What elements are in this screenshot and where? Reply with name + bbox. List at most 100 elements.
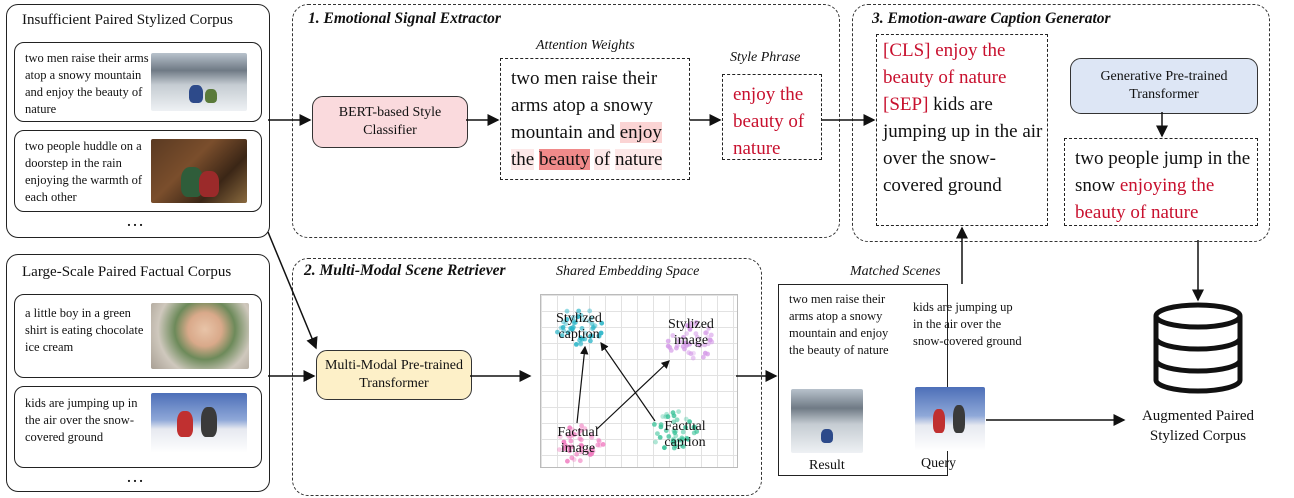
result-image: [791, 389, 863, 453]
embedding-point: [577, 458, 583, 464]
embedding-point: [696, 342, 702, 348]
arrow-factual-image-to-stylized-image: [596, 360, 670, 430]
embedding-point: [563, 321, 569, 327]
embedding-point: [683, 416, 689, 422]
hiker-figure: [205, 89, 217, 103]
embedding-point: [595, 442, 601, 448]
embedding-point: [577, 428, 583, 433]
embedding-point: [589, 333, 595, 339]
embedding-point: [581, 317, 587, 323]
embedding-point: [665, 338, 671, 344]
attention-word: two: [511, 68, 540, 89]
embedding-point: [652, 422, 657, 427]
attention-word: a: [590, 95, 599, 116]
embedding-point: [685, 437, 691, 442]
embedding-point: [565, 458, 570, 464]
embedding-point: [567, 425, 573, 431]
attention-word: snowy: [603, 95, 653, 116]
embedding-point: [565, 330, 571, 336]
embedding-point: [673, 433, 679, 439]
generator-output-emotion: enjoying the beauty of nature: [1075, 175, 1215, 223]
embedding-point: [693, 322, 699, 328]
embedding-point: [599, 320, 605, 326]
embedding-point: [576, 308, 582, 314]
embedding-point: [589, 435, 595, 440]
embedding-point: [588, 338, 593, 344]
embedding-point: [570, 325, 576, 330]
embedding-point: [596, 333, 602, 339]
embedding-point: [690, 355, 696, 361]
result-text: two men raise their arms atop a snowy mo…: [789, 292, 889, 357]
embedding-point: [555, 329, 560, 335]
generator-title: 3. Emotion-aware Caption Generator: [872, 10, 1111, 27]
embedding-point: [681, 334, 686, 340]
embedding-point: [658, 424, 664, 430]
embedding-point: [677, 339, 682, 344]
embedding-point: [653, 439, 658, 445]
embedding-clusters: [555, 308, 715, 464]
stylized-caption-cluster-label: Stylized caption: [556, 311, 602, 342]
generator-input-emotion: [CLS] enjoy the beauty of nature [SEP]: [883, 40, 1007, 115]
embedding-point: [665, 414, 671, 420]
style-phrase-label: Style Phrase: [730, 50, 801, 65]
embedding-point: [557, 434, 563, 440]
embedding-point: [679, 443, 685, 448]
embedding-point: [559, 333, 565, 338]
embedding-point: [578, 437, 584, 443]
boy-eating-image: [151, 303, 249, 369]
embedding-point: [578, 442, 584, 448]
embedding-point: [571, 457, 577, 462]
attention-word-highlighted: enjoy: [619, 122, 662, 143]
embedding-point: [680, 429, 686, 435]
embedding-point: [708, 337, 713, 343]
embedding-point: [670, 333, 676, 338]
stylized-card-2-text: two people huddle on a doorstep in the r…: [25, 139, 142, 204]
embedding-point: [702, 350, 708, 356]
embedding-point: [687, 419, 692, 425]
embedding-point: [685, 323, 691, 329]
stylized-corpus-title: Insufficient Paired Stylized Corpus: [22, 12, 233, 28]
factual-corpus-title: Large-Scale Paired Factual Corpus: [22, 264, 232, 280]
gpt-box: Generative Pre-trained Transformer: [1070, 58, 1258, 114]
shared-embedding-label: Shared Embedding Space: [556, 264, 700, 279]
embedding-point: [687, 341, 692, 347]
attention-weights-box: two men raise their arms atop a snowy mo…: [500, 58, 690, 180]
attention-word: men: [544, 68, 577, 89]
embedding-point: [671, 428, 677, 434]
embedding-point: [589, 321, 595, 327]
embedding-point: [682, 346, 687, 352]
embedding-point: [706, 325, 712, 331]
embedding-point: [692, 424, 698, 430]
embedding-point: [578, 449, 584, 455]
result-label: Result: [809, 458, 845, 473]
embedding-point: [588, 315, 594, 321]
factual-card-2: kids are jumping up in the air over the …: [14, 386, 262, 468]
embedding-point: [582, 426, 588, 431]
embedding-point: [668, 348, 674, 353]
embedding-point: [707, 337, 713, 343]
embedding-point: [586, 318, 592, 324]
multimodal-transformer-box: Multi-Modal Pre-trained Transformer: [316, 350, 472, 400]
attention-weights-label: Attention Weights: [536, 38, 635, 53]
embedding-point: [666, 434, 672, 439]
attention-word: mountain: [511, 122, 583, 143]
embedding-point: [655, 431, 660, 436]
embedding-point: [579, 326, 585, 331]
embedding-point: [570, 427, 575, 433]
matched-scenes-label: Matched Scenes: [850, 264, 941, 279]
embedding-point: [557, 447, 562, 452]
embedding-point: [569, 455, 575, 461]
embedding-point: [671, 419, 677, 425]
embedding-point: [560, 325, 566, 330]
embedding-point: [573, 342, 579, 347]
arrow-factual-image-to-stylized-caption: [576, 345, 589, 424]
embedding-point: [683, 425, 688, 430]
embedding-point: [567, 448, 572, 454]
embedding-point: [584, 448, 590, 454]
embedding-point: [686, 350, 692, 356]
embedding-point: [587, 308, 593, 314]
snowy-mountain-image: [151, 53, 247, 111]
embedding-point: [663, 428, 669, 433]
embedding-point: [600, 442, 606, 447]
embedding-point: [583, 330, 588, 336]
